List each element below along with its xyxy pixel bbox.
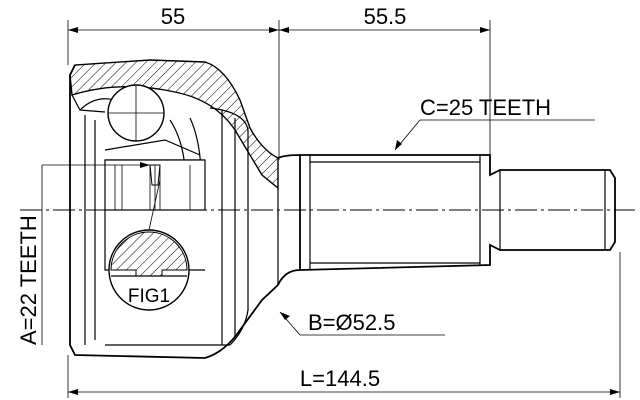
spline-outer-leader [394,119,595,151]
dim-top-right-label: 55.5 [364,4,407,29]
dim-top-right [279,20,491,165]
ball-upper [104,84,205,211]
fig1-detail [108,229,190,311]
dim-length [67,252,621,398]
fig1-label: FIG1 [128,286,170,307]
bell-housing [69,59,301,359]
diameter-label: B=Ø52.5 [308,310,395,335]
length-label: L=144.5 [300,366,380,391]
spline-inner-leader [41,162,150,345]
dim-top-left-label: 55 [161,4,185,29]
fig1-leader [148,179,161,231]
spline-inner-label: A=22 TEETH [16,215,41,345]
outer-shaft [299,154,616,271]
spline-outer-label: C=25 TEETH [420,95,551,120]
diameter-leader [279,311,445,336]
dim-top-left [67,20,280,160]
